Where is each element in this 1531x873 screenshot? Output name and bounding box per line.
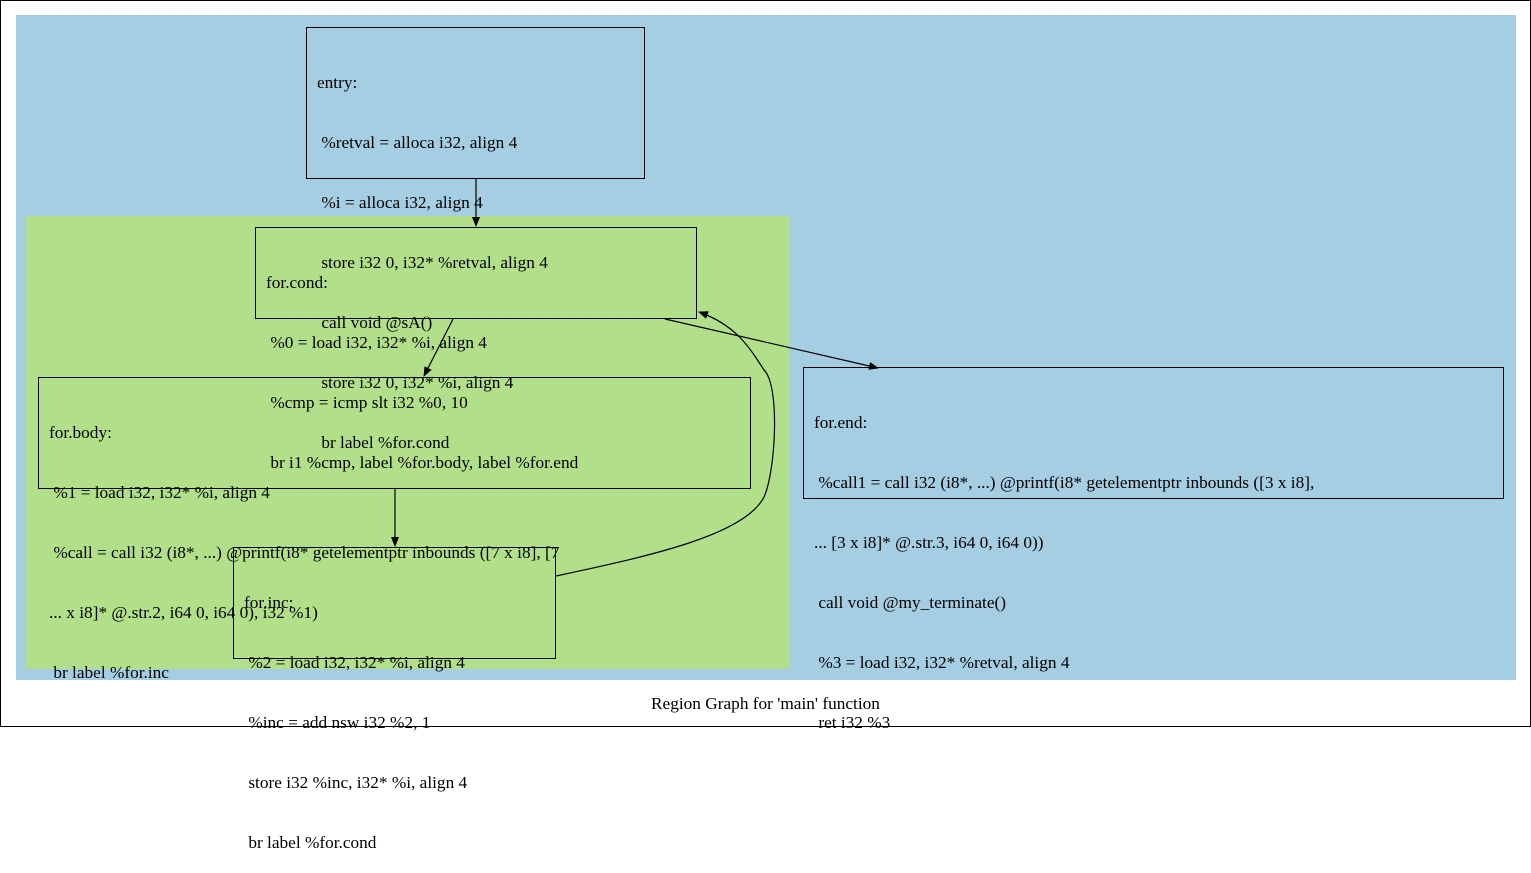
entry-block-node: entry: %retval = alloca i32, align 4 %i … [306,27,645,452]
for-cond-block-node: for.cond: %0 = load i32, i32* %i, align … [255,227,697,472]
for-body-line: br label %for.inc [49,663,169,682]
for-inc-line: %2 = load i32, i32* %i, align 4 [244,653,465,672]
for-end-line: %call1 = call i32 (i8*, ...) @printf(i8*… [814,473,1315,492]
for-end-line: ... [3 x i8]* @.str.3, i64 0, i64 0)) [814,533,1044,552]
entry-line: entry: [317,73,358,92]
for-cond-line: br i1 %cmp, label %for.body, label %for.… [266,453,579,472]
for-end-block-node: for.end: %call1 = call i32 (i8*, ...) @p… [803,367,1504,732]
for-cond-line: %cmp = icmp slt i32 %0, 10 [266,393,468,412]
entry-line: store i32 0, i32* %retval, align 4 [317,253,548,272]
for-body-line: %1 = load i32, i32* %i, align 4 [49,483,270,502]
for-body-line: for.body: [49,423,112,442]
for-body-line: ... x i8]* @.str.2, i64 0, i64 0), i32 %… [49,603,318,622]
for-end-line: %3 = load i32, i32* %retval, align 4 [814,653,1070,672]
entry-line: %i = alloca i32, align 4 [317,193,483,212]
graph-caption: Region Graph for 'main' function [651,694,880,713]
for-end-line: for.end: [814,413,868,432]
for-cond-line: for.cond: [266,273,328,292]
for-inc-block-node: for.inc: %2 = load i32, i32* %i, align 4… [233,547,556,852]
for-body-block-node: for.body: %1 = load i32, i32* %i, align … [38,377,751,682]
entry-line: %retval = alloca i32, align 4 [317,133,518,152]
for-inc-line: %inc = add nsw i32 %2, 1 [244,713,431,732]
for-inc-line: br label %for.cond [244,833,377,852]
for-inc-line: store i32 %inc, i32* %i, align 4 [244,773,468,792]
for-end-line: ret i32 %3 [814,713,891,732]
for-cond-line: %0 = load i32, i32* %i, align 4 [266,333,487,352]
for-end-line: call void @my_terminate() [814,593,1007,612]
entry-line: br label %for.cond [317,433,450,452]
for-inc-line: for.inc: [244,593,294,612]
entry-line: call void @sA() [317,313,433,332]
